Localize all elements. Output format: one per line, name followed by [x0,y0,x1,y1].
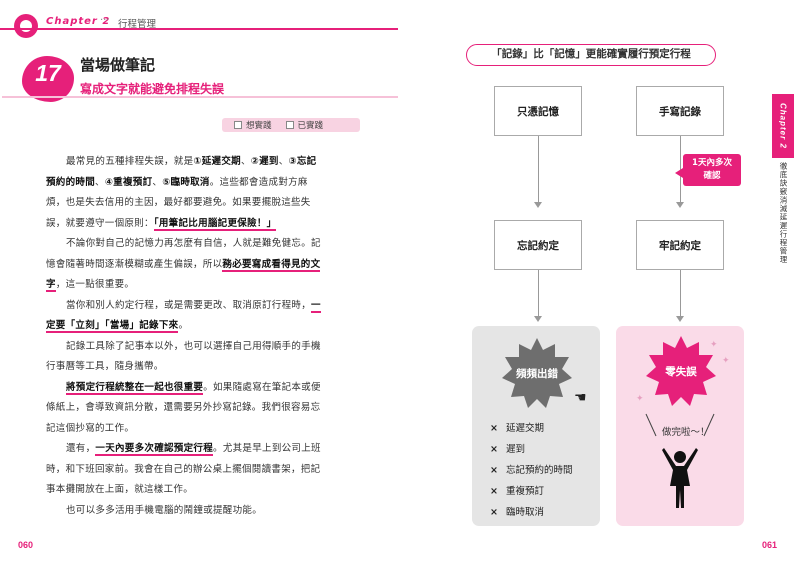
page-number-right: 061 [762,540,778,550]
section-number: 17 [35,60,61,86]
done-label: 已實踐 [297,121,324,131]
header-rule [0,28,398,30]
practice-checklist: 想實踐 已實踐 [222,118,360,132]
cheer-text: 做完啦～！ [662,427,710,438]
body-text: 最常見的五種排程失誤，就是①延遲交期、②遲到、③忘記 預約的時間、④重複預訂、⑤… [46,156,321,516]
arrow-head [534,202,542,208]
chapter-side-tab: Chapter 2 [772,94,794,158]
box-forget: 忘記約定 [494,220,582,270]
arrow-line [538,136,539,204]
want-checkbox[interactable] [234,121,242,129]
list-item: ×重複預訂 [490,486,544,497]
want-label: 想實踐 [246,121,272,131]
chapter-label: Chapter 2 [46,16,111,27]
arrow-line [538,270,539,318]
callout-tail [675,168,683,178]
box-remember: 牢記約定 [636,220,724,270]
cheering-person-icon [662,448,698,508]
diagram-headline: 「記錄」比「記憶」更能確實履行預定行程 [466,44,716,66]
arrow-head [676,202,684,208]
section-number-badge [22,56,74,102]
callout-bubble: 1天內多次 確認 [683,154,741,186]
list-item: ×遲到 [490,444,525,455]
arrow-line [680,270,681,318]
box-handwritten: 手寫記錄 [636,86,724,136]
chapter-separator: ··· [100,15,110,26]
cheer-lines-icon [645,413,715,437]
chapter-title: 行程管理 [118,19,157,30]
page-subtitle: 寫成文字就能避免排程失誤 [80,82,225,96]
pointing-hand-icon: ☚ [574,390,587,406]
sparkle-icon: ✦ [722,356,730,366]
arrow-head [534,316,542,322]
title-underline [2,96,398,98]
arrow-head [676,316,684,322]
sparkle-icon: ✦ [710,340,718,350]
page-title: 當場做筆記 [80,56,156,74]
badge-zero-errors: 零失誤 [665,365,697,378]
badge-frequent-errors: 頻頻出錯 [516,367,558,380]
list-item: ×延遲交期 [490,423,544,434]
chapter-side-text: 徹底訣竅消滅延遲行程管理 [779,162,788,264]
clock-icon [14,14,38,38]
list-item: ×忘記預約的時間 [490,465,573,476]
box-memory-only: 只憑記憶 [494,86,582,136]
starburst-pink-icon [646,336,716,406]
sparkle-icon: ✦ [636,394,644,404]
starburst-gray-icon [502,338,572,408]
page-number-left: 060 [18,540,34,550]
list-item: ×臨時取消 [490,507,544,518]
done-checkbox[interactable] [285,121,294,129]
